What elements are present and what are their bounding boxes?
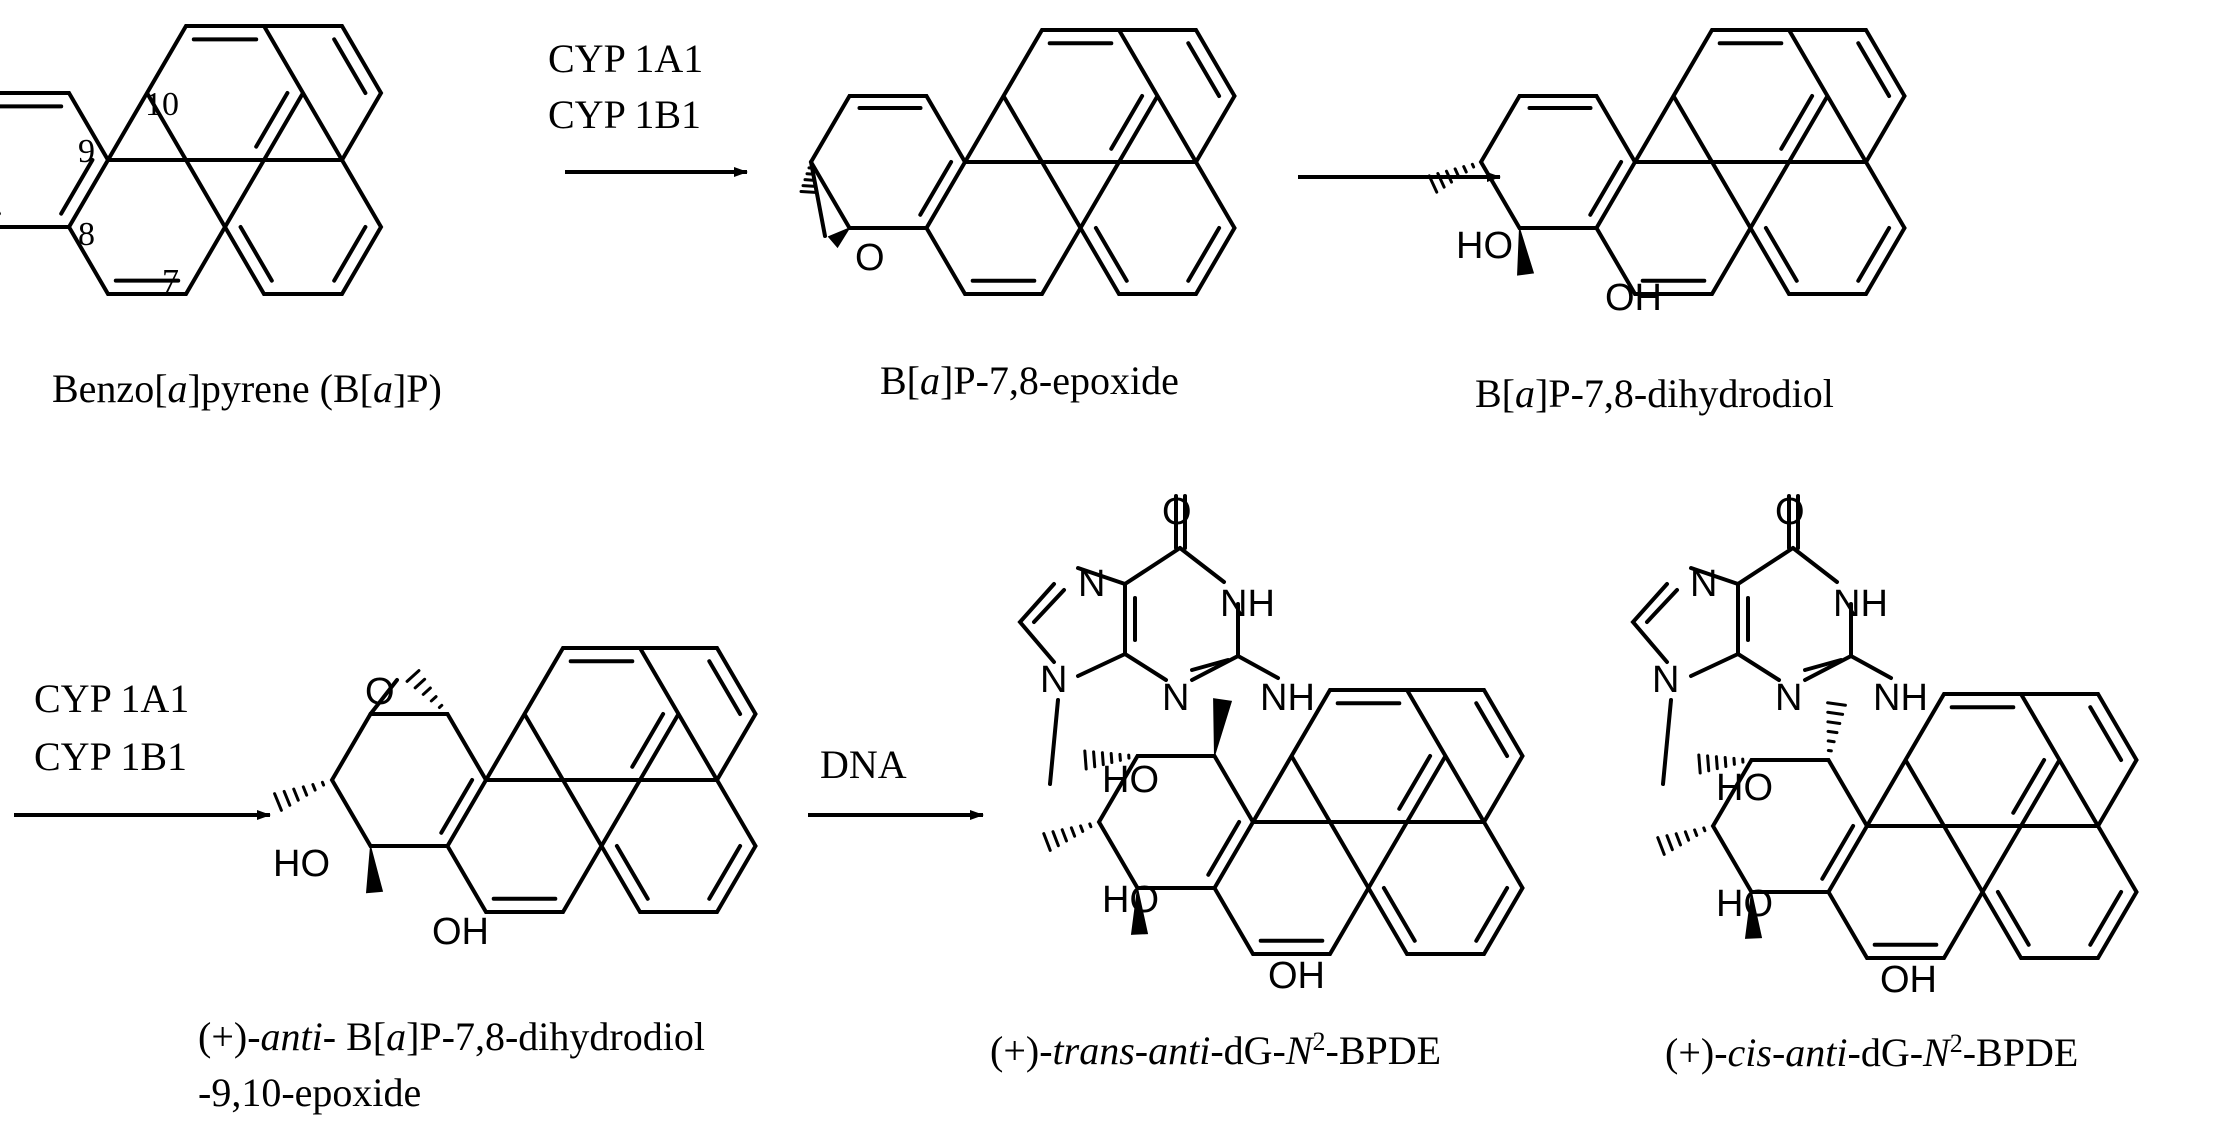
atom-labels: O HO OH O HO OH O N NH N N NH HO HO OH O…: [273, 225, 1937, 1001]
atom-n9-cis: N: [1652, 659, 1679, 701]
position-10: 10: [145, 86, 179, 123]
atom-n7-cis: N: [1690, 563, 1717, 605]
reagent-cyp1a1-step1: CYP 1A1: [548, 36, 703, 81]
atom-ho-diol: HO: [1456, 225, 1513, 267]
benzo-a-pyrene-structure: [0, 24, 384, 296]
atom-ho8-cis: HO: [1716, 883, 1773, 925]
atom-nh-link-trans: NH: [1260, 677, 1315, 719]
caption-bap-epoxide: B[a]P-7,8-epoxide: [880, 358, 1179, 403]
position-7: 7: [162, 263, 179, 300]
atom-ho9-cis: HO: [1716, 767, 1773, 809]
atom-nh-link-cis: NH: [1873, 677, 1928, 719]
reagent-cyp1b1-step1: CYP 1B1: [548, 92, 701, 137]
position-8: 8: [78, 216, 95, 253]
reagent-dna: DNA: [820, 742, 907, 787]
caption-bpde-line1: (+)-anti- B[a]P-7,8-dihydrodiol: [198, 1014, 705, 1059]
bpde-structure: [273, 646, 758, 914]
caption-cis-anti-adduct: (+)-cis-anti-dG-N2-BPDE: [1665, 1029, 2078, 1076]
atom-ho-bpde: HO: [273, 843, 330, 885]
atom-oh7-trans: OH: [1268, 955, 1325, 997]
atom-oh-diol: OH: [1605, 277, 1662, 319]
atom-oh-bpde: OH: [432, 911, 489, 953]
reagent-cyp1b1-step3: CYP 1B1: [34, 734, 187, 779]
caption-benzo-a-pyrene: Benzo[a]pyrene (B[a]P): [52, 366, 442, 411]
caption-bpde-line2: -9,10-epoxide: [198, 1070, 421, 1115]
position-9: 9: [78, 133, 95, 170]
atom-nh1-trans: NH: [1220, 583, 1275, 625]
cis-anti-adduct-structure: [1630, 494, 2139, 960]
atom-oh7-cis: OH: [1880, 959, 1937, 1001]
atom-nh1-cis: NH: [1833, 583, 1888, 625]
reagent-cyp1a1-step3: CYP 1A1: [34, 676, 189, 721]
bap-epoxide-structure: [799, 28, 1237, 296]
atom-n3-trans: N: [1162, 677, 1189, 719]
atom-o-cis: O: [1775, 491, 1805, 533]
atom-o-trans: O: [1162, 491, 1192, 533]
caption-bap-dihydrodiol: B[a]P-7,8-dihydrodiol: [1475, 371, 1834, 416]
atom-o-bpde: O: [365, 671, 395, 713]
atom-ho8-trans: HO: [1102, 879, 1159, 921]
atom-n3-cis: N: [1775, 677, 1802, 719]
bap-dihydrodiol-structure: [1427, 28, 1907, 296]
atom-n7-trans: N: [1078, 563, 1105, 605]
atom-n9-trans: N: [1040, 659, 1067, 701]
trans-anti-adduct-structure: [1017, 494, 1525, 956]
caption-trans-anti-adduct: (+)-trans-anti-dG-N2-BPDE: [990, 1027, 1441, 1074]
atom-ho9-trans: HO: [1102, 759, 1159, 801]
atom-o-epoxide: O: [855, 237, 885, 279]
